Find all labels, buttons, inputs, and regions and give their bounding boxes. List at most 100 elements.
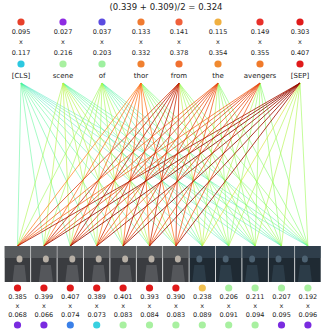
attention-line [123, 83, 300, 246]
score-value: 0.091 [219, 312, 238, 319]
score-dot [17, 18, 24, 25]
score-value: 0.399 [35, 294, 54, 301]
score-value: 0.089 [193, 312, 212, 319]
score-dot [214, 18, 221, 25]
score-dot [296, 18, 303, 25]
attention-line [97, 83, 300, 246]
score-value: 0.083 [167, 312, 186, 319]
attention-line [176, 83, 300, 246]
attention-line [70, 83, 179, 246]
attention-line [176, 83, 179, 246]
score-value: 0.385 [8, 294, 27, 301]
score-value: 0.216 [54, 50, 73, 57]
multiply-sign: x [100, 39, 104, 46]
figure-title: (0.339 + 0.309)/2 = 0.324 [110, 3, 223, 12]
attention-line [21, 83, 308, 246]
score-dot [199, 321, 206, 328]
score-value: 0.354 [209, 50, 228, 57]
multiply-sign: x [68, 303, 72, 310]
attention-line [97, 83, 179, 246]
score-value: 0.066 [35, 312, 54, 319]
video-frame [58, 246, 84, 282]
score-value: 0.407 [61, 294, 80, 301]
score-value: 0.115 [209, 29, 228, 36]
multiply-sign: x [216, 39, 220, 46]
score-dot [120, 321, 127, 328]
video-frames [5, 246, 321, 282]
attention-line [44, 83, 300, 246]
score-value: 0.141 [170, 29, 189, 36]
score-dot [304, 321, 311, 328]
multiply-sign: x [121, 303, 125, 310]
score-value: 0.207 [272, 294, 291, 301]
multiply-sign: x [177, 39, 181, 46]
attention-line [18, 83, 219, 246]
attention-line [44, 83, 260, 246]
score-value: 0.096 [299, 312, 318, 319]
multiply-sign: x [306, 303, 310, 310]
attention-line [18, 83, 301, 246]
multiply-sign: x [42, 303, 46, 310]
score-dot [146, 321, 153, 328]
multiply-sign: x [258, 39, 262, 46]
attention-line [18, 83, 142, 246]
attention-line [18, 83, 180, 246]
score-value: 0.332 [132, 50, 151, 57]
attention-line [63, 83, 308, 246]
score-dot [14, 284, 21, 291]
score-dot [214, 60, 221, 67]
score-dots [14, 18, 312, 328]
score-value: 0.083 [114, 312, 133, 319]
video-frame [84, 246, 110, 282]
token-label: scene [53, 73, 74, 80]
attention-line [21, 83, 70, 246]
score-value: 0.303 [291, 29, 310, 36]
score-value: 0.393 [140, 294, 159, 301]
score-dot [199, 284, 206, 291]
score-dot [225, 284, 232, 291]
score-dot [146, 284, 153, 291]
score-dot [17, 60, 24, 67]
score-value: 0.133 [132, 29, 151, 36]
multiply-sign: x [227, 303, 231, 310]
attention-line [176, 83, 260, 246]
video-frame [269, 246, 295, 282]
attention-line [63, 83, 229, 246]
token-label: [CLS] [12, 73, 31, 80]
score-dot [93, 321, 100, 328]
score-dot [14, 321, 21, 328]
attention-line [260, 83, 282, 246]
multiply-sign: x [174, 303, 178, 310]
attention-lines [18, 83, 308, 246]
score-value: 0.206 [219, 294, 238, 301]
video-frame [5, 246, 31, 282]
score-value: 0.355 [251, 50, 270, 57]
token-label: from [171, 73, 187, 80]
video-frame [110, 246, 136, 282]
multiply-sign: x [200, 303, 204, 310]
attention-line [97, 83, 260, 246]
token-label: avengers [244, 73, 276, 80]
video-frame [216, 246, 242, 282]
score-dot [225, 321, 232, 328]
score-dot [137, 18, 144, 25]
multiply-sign: x [298, 39, 302, 46]
score-dot [252, 321, 259, 328]
score-value: 0.389 [87, 294, 106, 301]
score-value: 0.390 [167, 294, 186, 301]
video-frame [295, 246, 321, 282]
score-value: 0.095 [12, 29, 31, 36]
score-value: 0.068 [8, 312, 27, 319]
token-label: thor [134, 73, 148, 80]
multiply-sign: x [139, 39, 143, 46]
multiply-sign: x [19, 39, 23, 46]
multiply-sign: x [61, 39, 65, 46]
attention-line [150, 83, 261, 246]
attention-line [70, 83, 218, 246]
attention-line [229, 83, 260, 246]
score-value: 0.073 [87, 312, 106, 319]
token-label: [SEP] [291, 73, 310, 80]
score-dot [137, 60, 144, 67]
score-dot [120, 284, 127, 291]
